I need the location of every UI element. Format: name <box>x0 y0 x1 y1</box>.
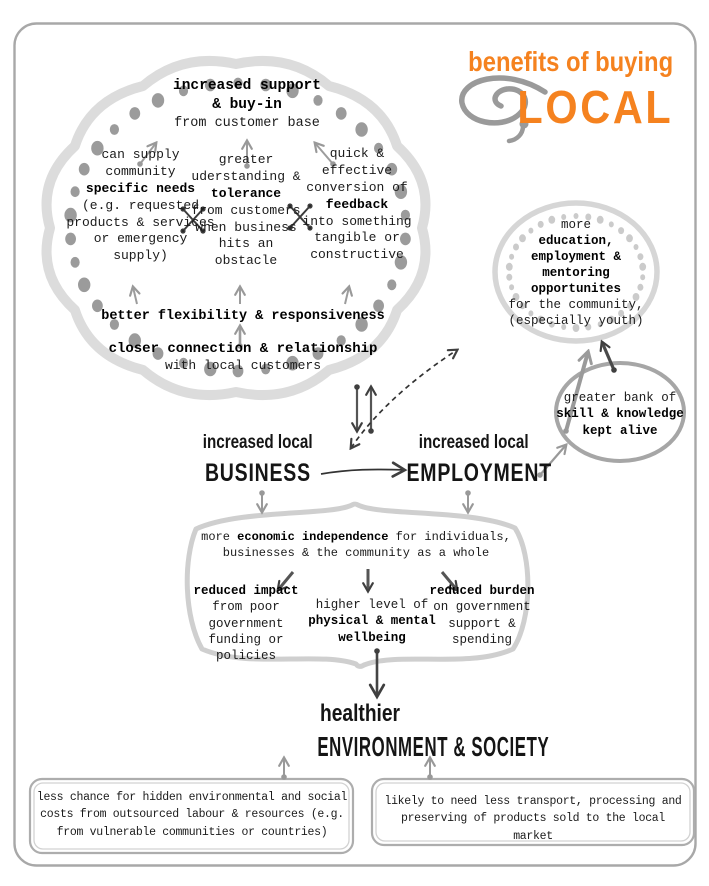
business-line2: BUSINESS <box>204 458 311 487</box>
education-bold: education, employment & mentoring opport… <box>530 234 621 296</box>
x-divider-icon <box>287 203 313 231</box>
impact-item: reduced impact from poor government fund… <box>190 583 302 664</box>
education-circle: more education, employment & mentoring o… <box>501 217 651 329</box>
burden-item: reduced burden on government support & s… <box>428 583 536 648</box>
page-title: benefits of buying LOCAL <box>373 44 673 138</box>
independence-heading-pre: more <box>201 530 238 544</box>
wellbeing-bold: physical & mental wellbeing <box>308 614 436 645</box>
independence-internal-arrows <box>278 569 457 591</box>
bubble-closer-rest: with local customers <box>164 358 322 374</box>
skills-oval-outline <box>554 361 686 463</box>
independence-heading-bold: economic independence <box>237 530 389 544</box>
nodes-to-independence-arrows <box>262 493 468 512</box>
impact-rest: from poor government funding or policies <box>208 600 284 663</box>
employment-to-education-arrow <box>566 352 588 431</box>
employment-to-skills-arrow <box>540 445 566 475</box>
independence-heading: more economic independence for individua… <box>195 529 517 561</box>
bubble-closer-bold: closer connection & relationship <box>108 341 378 357</box>
bubble-closer: closer connection & relationship with lo… <box>93 340 393 375</box>
education-circle-dot-ring <box>505 213 647 332</box>
bubble-heading: increased support & buy-in from customer… <box>152 77 342 132</box>
bubble-right-pre: quick & effective conversion of <box>306 146 408 195</box>
education-circle-outline <box>492 200 660 344</box>
business-node: increased local BUSINESS <box>175 431 340 489</box>
independence-heading-post: for individuals, businesses & the commun… <box>222 530 511 561</box>
swirl-icon <box>459 75 548 144</box>
bubble-flexibility: better flexibility & responsiveness <box>93 305 393 326</box>
outcome-node: healthier ENVIRONMENT & SOCIETY <box>240 698 548 766</box>
business-to-employment-arrow <box>320 469 404 474</box>
employment-line1: increased local <box>418 432 529 453</box>
wellbeing-pre: higher level of <box>315 598 429 612</box>
footnote-left: less chance for hidden environmental and… <box>36 791 348 839</box>
bubble-left-bold: specific needs <box>85 180 196 196</box>
outcome-line2: ENVIRONMENT & SOCIETY <box>317 731 550 763</box>
title-small: benefits of buying <box>468 46 673 77</box>
benefits-bubble-dot-ring <box>64 77 411 378</box>
outcome-line1: healthier <box>319 700 401 727</box>
skills-pre: greater bank of <box>563 391 677 405</box>
skills-oval: greater bank of skill & knowledge kept a… <box>555 390 685 439</box>
wellbeing-item: higher level of physical & mental wellbe… <box>303 597 441 646</box>
footnote-left-box <box>28 777 355 855</box>
bubble-heading-bold: increased support & buy-in <box>173 78 321 113</box>
education-pre: more <box>560 218 591 232</box>
footnote-right: likely to need less transport, processin… <box>384 795 682 843</box>
business-line1: increased local <box>202 432 313 453</box>
bubble-right-post: into something tangible or constructive <box>302 213 412 263</box>
bubble-middle-item: greater uderstanding & tolerance from cu… <box>187 152 305 270</box>
employment-node: increased local EMPLOYMENT <box>386 431 561 489</box>
page-border <box>13 22 697 867</box>
x-divider-icon <box>180 206 206 234</box>
bubble-middle-bold: tolerance <box>210 185 282 201</box>
burden-bold: reduced burden <box>429 584 535 598</box>
skills-to-education-arrow <box>602 342 614 370</box>
education-post: for the community, (especially youth) <box>508 298 644 328</box>
bubble-left-post: (e.g. requested products & services or e… <box>66 197 215 264</box>
bubble-left-item: can supply community specific needs (e.g… <box>63 147 218 265</box>
bubble-right-bold: feedback <box>325 196 389 212</box>
bubble-middle-pre: greater uderstanding & <box>191 152 301 184</box>
bubble-heading-rest: from customer base <box>174 115 320 131</box>
bubble-internal-arrows <box>133 141 349 346</box>
benefits-bubble-outline <box>41 55 431 401</box>
footnote-to-outcome-arrows <box>284 758 430 777</box>
bubble-flexibility-text: better flexibility & responsiveness <box>101 309 385 324</box>
burden-rest: on government support & spending <box>433 600 531 647</box>
independence-box-outline <box>184 501 531 669</box>
impact-bold: reduced impact <box>193 584 299 598</box>
footnote-right-box <box>370 777 696 847</box>
dashed-education-link-arrow <box>351 350 457 448</box>
skills-bold: skill & knowledge kept alive <box>556 407 684 438</box>
bubble-right-item: quick & effective conversion of feedback… <box>297 146 417 264</box>
title-big: LOCAL <box>516 81 673 134</box>
employment-line2: EMPLOYMENT <box>406 458 552 487</box>
bubble-middle-post: from customers when business hits an obs… <box>191 202 301 269</box>
